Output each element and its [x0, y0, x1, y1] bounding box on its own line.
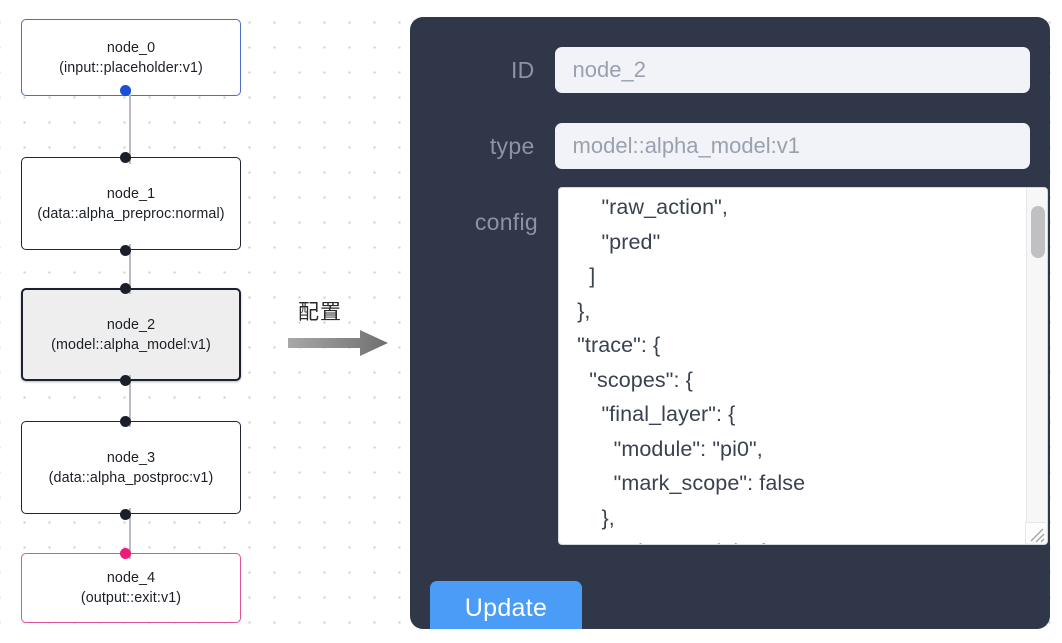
graph-node-node_0[interactable]: node_0(input::placeholder:v1) — [21, 19, 241, 96]
config-field-row: config "raw_action", "pred" ] }, "trace"… — [430, 187, 1048, 545]
annotation-caption: 配置 — [298, 300, 342, 324]
node-handle-source-node_2[interactable] — [120, 375, 131, 386]
graph-node-node_1[interactable]: node_1(data::alpha_preproc:normal) — [21, 157, 241, 250]
config-field-label: config — [474, 209, 538, 235]
type-field-row: type — [430, 107, 1030, 185]
edge-node1-node2 — [128, 244, 132, 294]
graph-node-node_2[interactable]: node_2(model::alpha_model:v1) — [21, 288, 241, 381]
edge-node3-node4 — [128, 508, 132, 559]
config-scrollbar-thumb[interactable] — [1031, 206, 1045, 258]
config-resize-handle[interactable] — [1025, 522, 1046, 543]
config-scrollbar[interactable] — [1026, 188, 1047, 544]
config-textarea[interactable]: "raw_action", "pred" ] }, "trace": { "sc… — [559, 188, 1027, 544]
node-label: node_2(model::alpha_model:v1) — [51, 316, 211, 353]
edge-node0-node1 — [128, 90, 132, 164]
node-handle-source-node_3[interactable] — [120, 509, 131, 520]
id-input[interactable] — [554, 47, 1030, 93]
update-button[interactable]: Update — [430, 581, 582, 629]
edge-node2-node3 — [128, 375, 132, 427]
type-input[interactable] — [554, 123, 1030, 169]
node-handle-target-node_4[interactable] — [120, 548, 131, 559]
node-handle-target-node_3[interactable] — [120, 416, 131, 427]
graph-node-node_4[interactable]: node_4(output::exit:v1) — [21, 553, 241, 623]
graph-node-node_3[interactable]: node_3(data::alpha_postproc:v1) — [21, 421, 241, 514]
node-label: node_0(input::placeholder:v1) — [59, 39, 203, 76]
resize-grip-icon — [1030, 528, 1045, 543]
id-field-row: ID — [430, 31, 1030, 109]
id-field-label: ID — [510, 56, 535, 83]
type-field-label: type — [489, 132, 535, 159]
node-handle-target-node_1[interactable] — [120, 152, 131, 163]
arrow-right-icon — [288, 330, 388, 356]
node-label: node_4(output::exit:v1) — [80, 570, 182, 606]
node-handle-target-node_2[interactable] — [120, 283, 131, 294]
node-label: node_1(data::alpha_preproc:normal) — [37, 185, 225, 222]
node-handle-source-node_1[interactable] — [120, 245, 131, 256]
node-handle-source-node_0[interactable] — [120, 85, 131, 96]
annotation-arrow-group: 配置 — [288, 296, 398, 358]
config-textarea-wrapper: "raw_action", "pred" ] }, "trace": { "sc… — [558, 187, 1048, 545]
node-label: node_3(data::alpha_postproc:v1) — [48, 449, 214, 486]
node-inspector-panel: ID type config "raw_action", "pred" ] },… — [410, 17, 1050, 629]
